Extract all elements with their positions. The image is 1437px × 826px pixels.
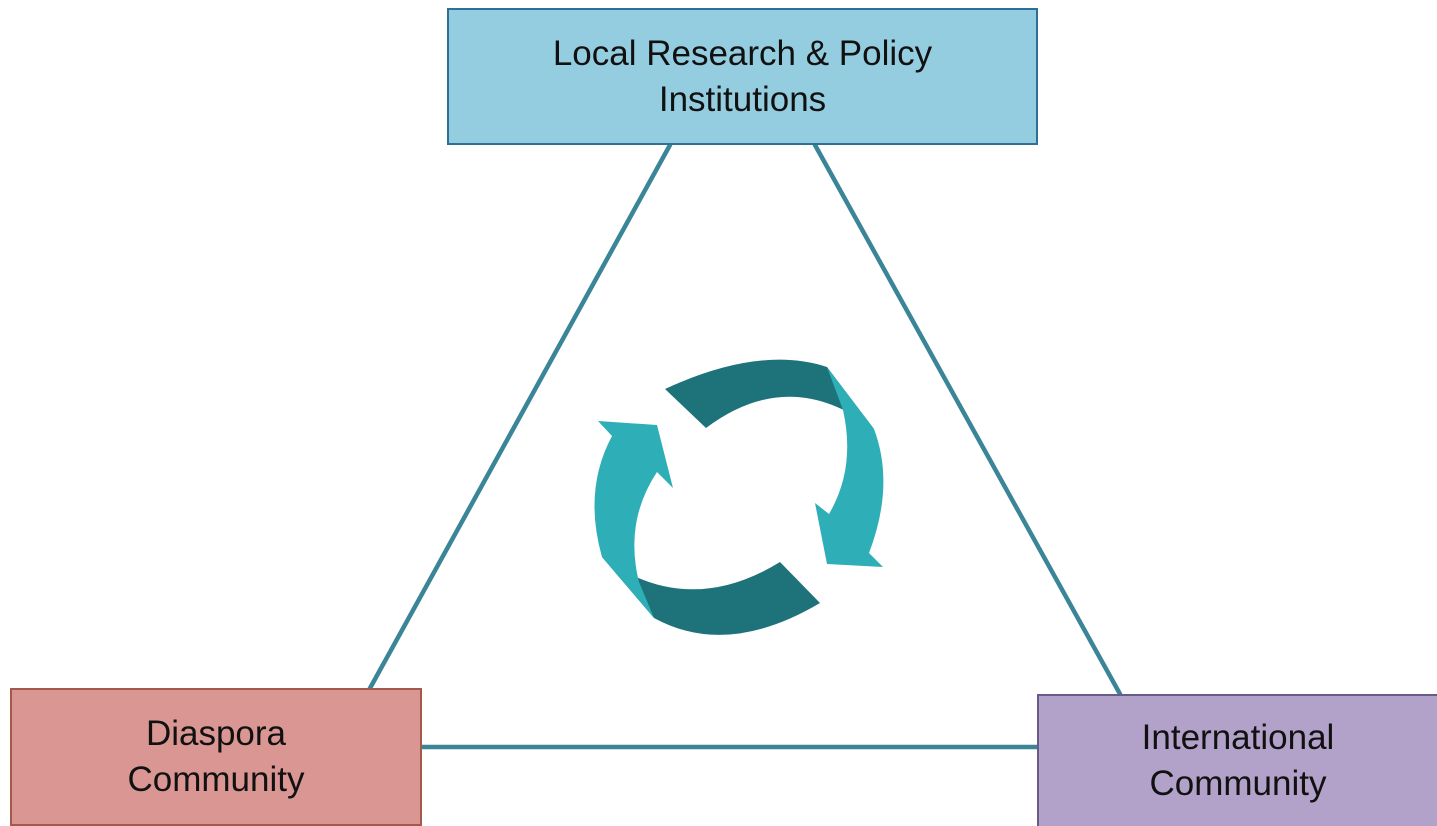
connector-top-to-diaspora — [366, 142, 673, 693]
connector-top-to-international — [812, 142, 1123, 697]
node-international-community: International Community — [1037, 694, 1437, 826]
node-diaspora-community: Diaspora Community — [10, 688, 422, 826]
node-local-research-policy: Local Research & Policy Institutions — [447, 8, 1038, 145]
node-label-line: Diaspora — [145, 714, 287, 753]
arrow-arc-bottom — [602, 557, 820, 635]
node-label-line: Community — [1149, 764, 1327, 803]
arrow-arc-right — [815, 367, 884, 567]
node-label-line: Community — [127, 760, 305, 799]
node-label-line: Local Research & Policy — [552, 33, 933, 73]
arrow-arc-top — [665, 359, 874, 429]
arrow-arc-left — [594, 421, 673, 618]
node-label-line: Institutions — [658, 79, 827, 119]
node-label-line: International — [1141, 718, 1335, 757]
refresh-cycle-arrows-icon — [594, 359, 884, 635]
